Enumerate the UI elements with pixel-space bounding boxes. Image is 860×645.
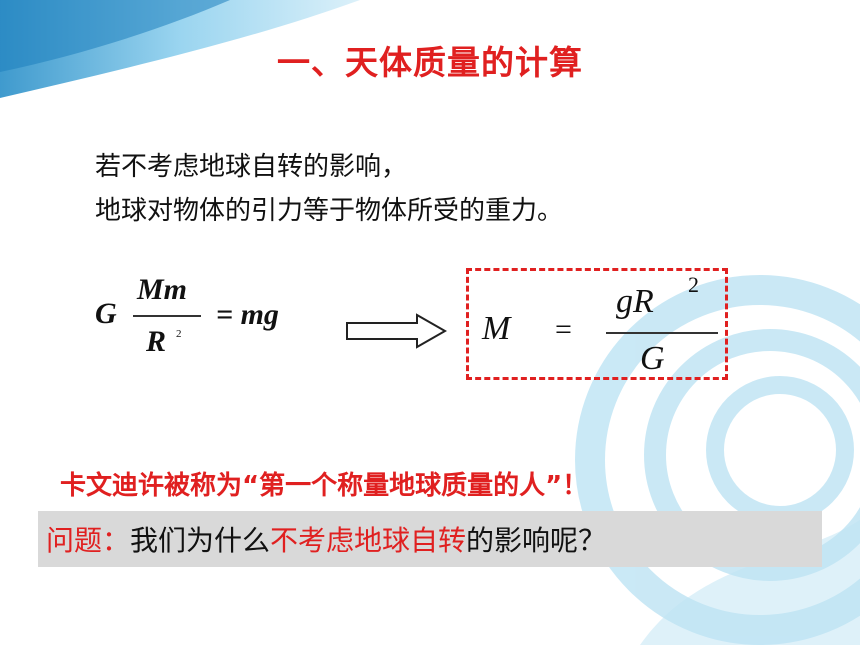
formula-g: G xyxy=(95,297,117,330)
question-bar xyxy=(38,511,822,567)
text-line-1: 若不考虑地球自转的影响， xyxy=(95,152,408,182)
cavendish-note: 卡文迪许被称为“第一个称量地球质量的人”！ xyxy=(60,471,589,501)
answer-lhs: M xyxy=(482,310,511,347)
implies-arrow-icon xyxy=(346,313,448,349)
question-part1: 我们为什么 xyxy=(130,524,271,557)
text-line-2: 地球对物体的引力等于物体所受的重力。 xyxy=(95,196,564,226)
formula-exponent: 2 xyxy=(176,328,182,340)
formula-rhs: = mg xyxy=(216,298,279,331)
question-text: 问题：我们为什么不考虑地球自转的影响呢？ xyxy=(46,519,606,559)
question-highlight: 不考虑地球自转 xyxy=(270,524,467,557)
formula-denominator: R xyxy=(146,325,167,358)
answer-exponent: 2 xyxy=(688,272,699,297)
answer-numerator: gR xyxy=(616,283,654,320)
formula-numerator: Mm xyxy=(137,273,188,306)
result-box xyxy=(466,268,728,380)
answer-equals: = xyxy=(555,313,572,346)
question-part2: 的影响呢？ xyxy=(466,524,607,557)
fraction-bar xyxy=(133,315,201,317)
slide-title: 一、天体质量的计算 xyxy=(277,43,583,82)
answer-denominator: G xyxy=(640,340,665,377)
question-label: 问题： xyxy=(46,524,131,557)
answer-fraction-bar xyxy=(606,332,718,334)
